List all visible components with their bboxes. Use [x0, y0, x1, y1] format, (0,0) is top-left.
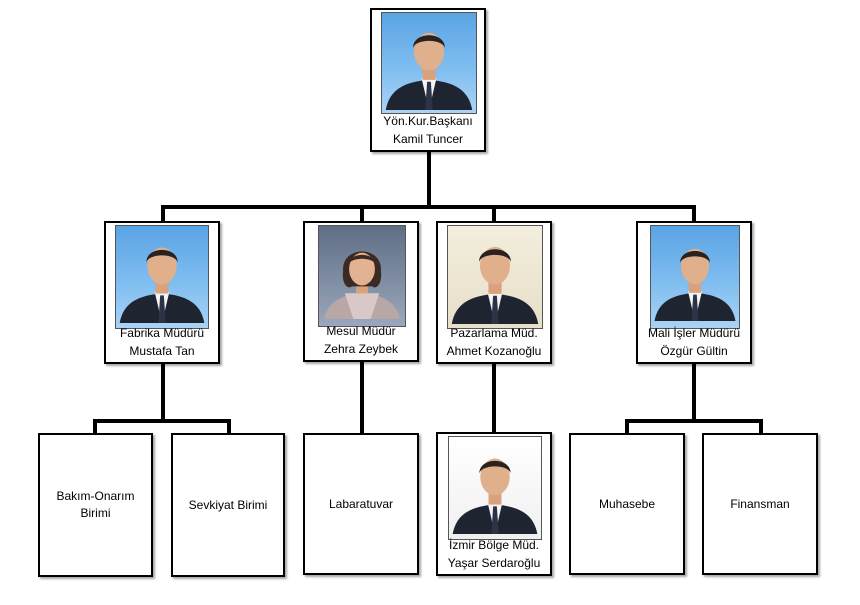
- caption: İzmir Bölge Müd. Yaşar Serdaroğlu: [438, 536, 550, 572]
- name: Yaşar Serdaroğlu: [447, 556, 541, 570]
- unit-box: İzmir Bölge Müd. Yaşar Serdaroğlu: [436, 432, 552, 576]
- manager-box: Mesul Müdür Zehra Zeybek: [303, 221, 419, 362]
- person-icon: [382, 13, 476, 113]
- person-icon: [448, 226, 542, 328]
- caption: Fabrika Müdürü Mustafa Tan: [106, 324, 218, 360]
- caption: Yön.Kur.Başkanı Kamil Tuncer: [372, 112, 484, 148]
- unit-label: Finansman: [730, 496, 790, 511]
- name: Özgür Gültin: [660, 344, 728, 358]
- caption: Mali İşler Müdürü Özgür Gültin: [638, 324, 750, 360]
- photo: [447, 225, 543, 329]
- caption: Pazarlama Müd. Ahmet Kozanoğlu: [438, 324, 550, 360]
- name: Ahmet Kozanoğlu: [446, 344, 542, 358]
- unit-label: Bakım-Onarım Birimi: [56, 489, 135, 520]
- unit-label: Sevkiyat Birimi: [188, 497, 268, 512]
- person-icon: [116, 226, 208, 328]
- title: Mali İşler Müdürü: [647, 326, 741, 340]
- photo: [115, 225, 209, 329]
- title: Yön.Kur.Başkanı: [383, 114, 473, 128]
- person-icon: [449, 437, 541, 539]
- title: Mesul Müdür: [326, 324, 396, 338]
- unit-label: Muhasebe: [598, 496, 656, 511]
- top-box: Yön.Kur.Başkanı Kamil Tuncer: [370, 8, 486, 152]
- unit-box: Muhasebe: [569, 433, 685, 575]
- name: Mustafa Tan: [129, 344, 195, 358]
- photo: [318, 225, 406, 327]
- photo: [448, 436, 542, 540]
- photo: [650, 225, 740, 329]
- photo: [381, 12, 477, 114]
- person-icon: [651, 226, 739, 328]
- unit-box: Sevkiyat Birimi: [171, 433, 285, 577]
- title: İzmir Bölge Müd.: [448, 538, 540, 552]
- title: Pazarlama Müd.: [450, 326, 538, 340]
- unit-label: Labaratuvar: [328, 496, 394, 511]
- manager-box: Fabrika Müdürü Mustafa Tan: [104, 221, 220, 364]
- manager-box: Pazarlama Müd. Ahmet Kozanoğlu: [436, 221, 552, 364]
- person-icon: [319, 226, 405, 326]
- caption: Mesul Müdür Zehra Zeybek: [305, 322, 417, 358]
- unit-box: Finansman: [702, 433, 818, 575]
- name: Zehra Zeybek: [323, 342, 399, 356]
- name: Kamil Tuncer: [392, 132, 464, 146]
- unit-box: Labaratuvar: [303, 433, 419, 575]
- title: Fabrika Müdürü: [119, 326, 205, 340]
- unit-box: Bakım-Onarım Birimi: [38, 433, 153, 577]
- manager-box: Mali İşler Müdürü Özgür Gültin: [636, 221, 752, 364]
